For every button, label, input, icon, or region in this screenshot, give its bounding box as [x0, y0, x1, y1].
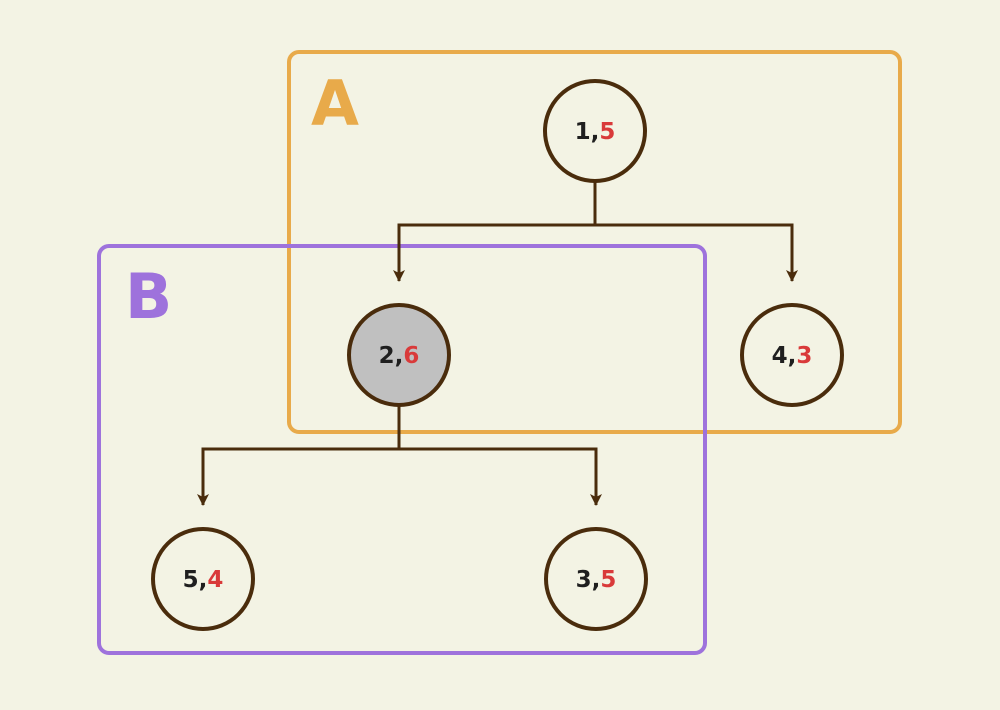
node-primary-value: 5	[183, 567, 199, 593]
tree-node-n2: 2,6	[347, 303, 451, 407]
edge-n1-children	[393, 182, 798, 282]
edge-n2-n4	[197, 447, 399, 506]
edge-n2-children	[197, 405, 602, 506]
tree-node-n5: 3,5	[544, 527, 648, 631]
node-secondary-value: 5	[599, 119, 615, 145]
node-primary-value: 4	[772, 343, 788, 369]
node-primary-value: 2	[379, 343, 395, 369]
node-secondary-value: 3	[796, 343, 812, 369]
svg-text:2,6: 2,6	[379, 343, 420, 369]
tree-node-n3: 4,3	[740, 303, 844, 407]
svg-text:1,5: 1,5	[575, 119, 616, 145]
tree-node-n1: 1,5	[543, 79, 647, 183]
group-a-box	[287, 50, 902, 434]
svg-text:3,5: 3,5	[576, 567, 617, 593]
tree-node-n4: 5,4	[151, 527, 255, 631]
node-secondary-value: 4	[207, 567, 223, 593]
node-separator: ,	[591, 119, 600, 145]
node-circle	[544, 527, 648, 631]
node-secondary-value: 6	[403, 343, 419, 369]
group-b-label: B	[125, 260, 172, 333]
node-separator: ,	[395, 343, 404, 369]
node-circle	[740, 303, 844, 407]
node-primary-value: 1	[575, 119, 591, 145]
node-separator: ,	[788, 343, 797, 369]
edge-n1-n3	[595, 223, 798, 282]
node-secondary-value: 5	[600, 567, 616, 593]
svg-text:4,3: 4,3	[772, 343, 813, 369]
node-primary-value: 3	[576, 567, 592, 593]
node-separator: ,	[592, 567, 601, 593]
group-a-label: A	[311, 67, 359, 140]
edge-n1-n2	[393, 223, 595, 282]
edge-n2-n5	[399, 447, 602, 506]
node-circle	[543, 79, 647, 183]
group-b-box	[97, 244, 707, 655]
node-circle	[347, 303, 451, 407]
node-separator: ,	[199, 567, 208, 593]
svg-text:5,4: 5,4	[183, 567, 224, 593]
node-circle	[151, 527, 255, 631]
